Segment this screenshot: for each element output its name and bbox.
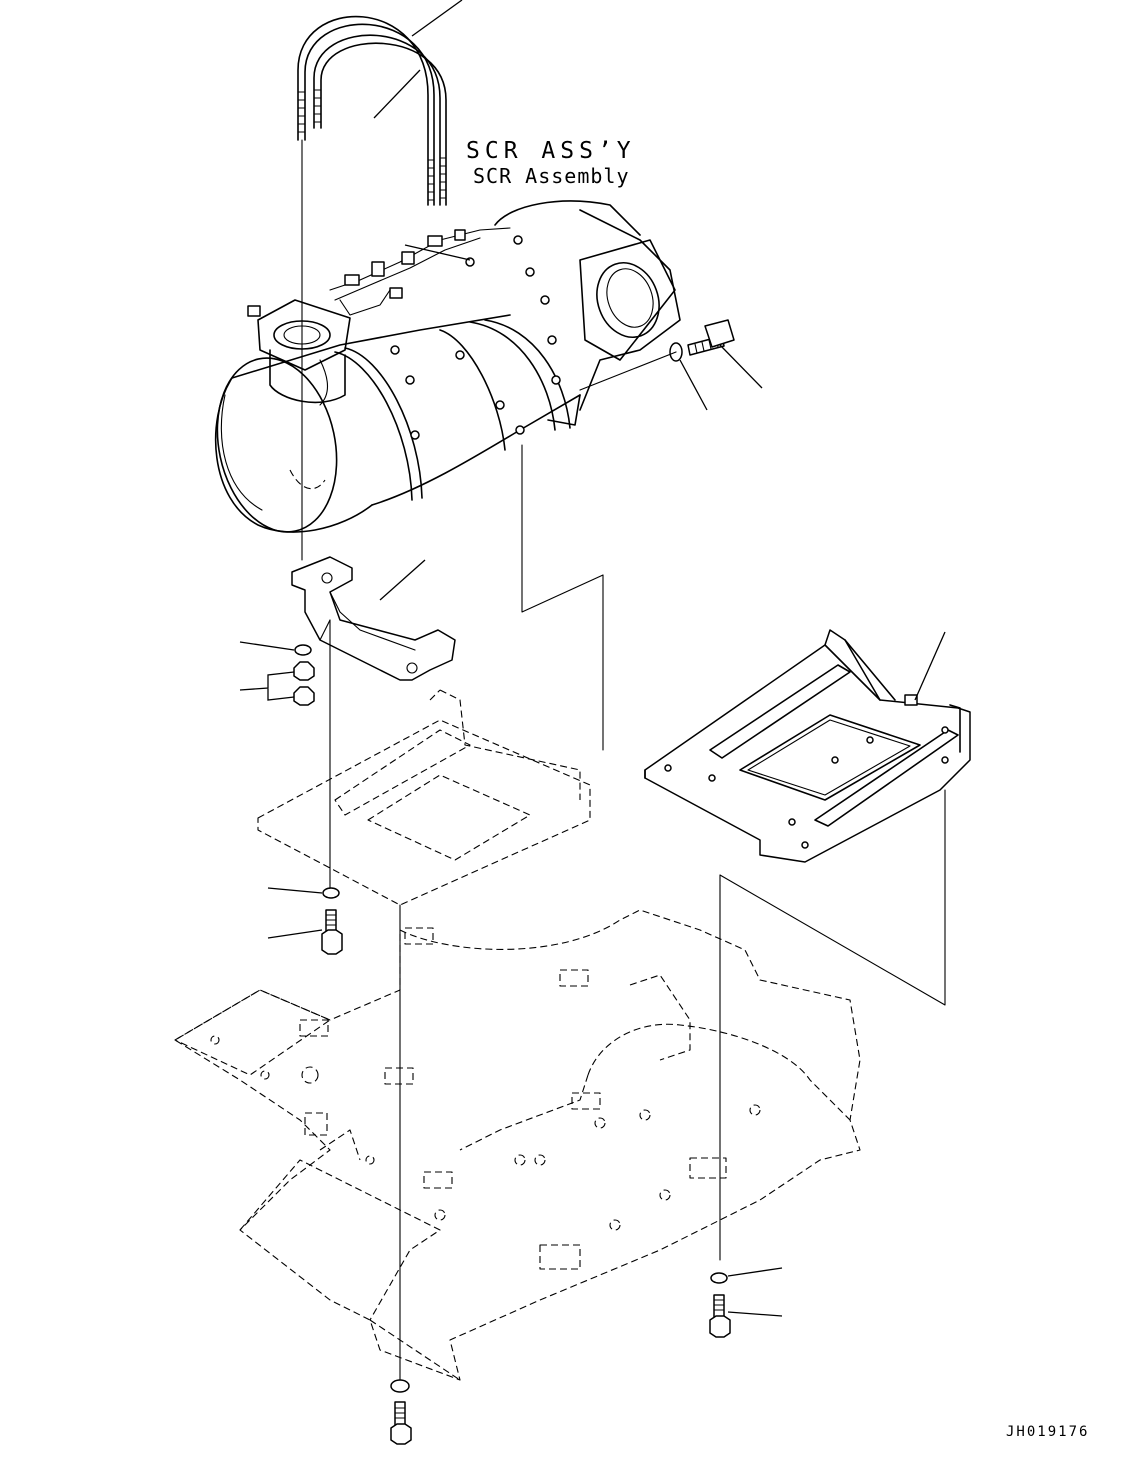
leader-line — [373, 69, 421, 119]
main-frame — [174, 909, 861, 1381]
leader-line — [404, 244, 471, 261]
leader-line — [727, 1267, 783, 1277]
leader-line — [379, 559, 426, 601]
leader-line — [411, 0, 463, 37]
center-line — [579, 351, 677, 391]
phantom-mount-plate — [257, 689, 591, 906]
support-bracket — [291, 556, 456, 681]
leader-line — [239, 671, 295, 701]
leader-line — [267, 887, 323, 894]
leader-line — [239, 641, 295, 651]
bottom-right-bolt — [709, 1272, 731, 1338]
scr-assembly — [214, 200, 681, 533]
assembly-subtitle: SCR Assembly — [473, 164, 630, 188]
mid-left-bolt — [321, 887, 343, 955]
leader-line — [267, 929, 323, 939]
mount-plate — [644, 629, 971, 863]
nuts — [293, 644, 315, 706]
connector-line — [521, 444, 604, 751]
bottom-center-bolt — [390, 1379, 412, 1445]
side-bolt — [669, 319, 735, 362]
leader-line — [679, 359, 708, 411]
leader-line — [914, 631, 946, 701]
drawing-code: JH019176 — [1006, 1424, 1090, 1440]
assembly-title: SCR ASS’Y — [466, 138, 636, 164]
leader-line — [719, 344, 763, 389]
leader-line — [727, 1311, 783, 1317]
connector-line — [719, 789, 946, 1261]
u-bolts — [297, 15, 447, 206]
